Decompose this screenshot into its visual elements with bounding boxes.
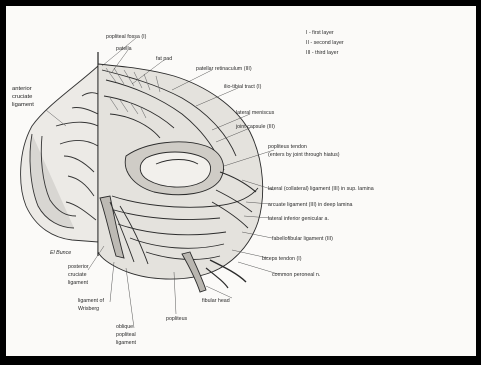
label-patellar-retinaculum: patellar retinaculum (III): [196, 66, 252, 72]
label-popliteus-tendon-note: (enters by joint through hiatus): [268, 152, 340, 158]
label-oblique-popliteal-2: popliteal: [116, 332, 136, 338]
artist-signature: El Bunce: [50, 250, 71, 256]
label-oblique-popliteal-3: ligament: [116, 340, 137, 346]
label-joint-capsule: joint capsule (III): [235, 124, 275, 130]
label-posterior-cruciate-3: ligament: [68, 280, 89, 286]
label-oblique-popliteal-1: oblique: [116, 324, 133, 330]
label-lateral-collateral-ligament: lateral (collateral) ligament (III) in s…: [268, 186, 374, 192]
label-anterior-cruciate-1: anterior: [12, 86, 32, 92]
legend-item-1: I - first layer: [306, 30, 334, 36]
knee-anatomy-illustration: I - first layer II - second layer III - …: [6, 6, 476, 356]
label-ligament-wrisberg-2: Wrisberg: [78, 306, 99, 312]
label-fabellofibular-ligament: fabellofibular ligament (III): [272, 236, 333, 242]
label-anterior-cruciate-2: cruciate: [12, 94, 32, 100]
label-biceps-tendon: biceps tendon (I): [262, 256, 302, 262]
illustration-page: I - first layer II - second layer III - …: [6, 6, 476, 356]
legend-item-2: II - second layer: [306, 40, 344, 46]
label-popliteus: popliteus: [166, 316, 188, 322]
label-ligament-wrisberg-1: ligament of: [78, 298, 104, 304]
label-common-peroneal-nerve: common peroneal n.: [272, 272, 320, 278]
label-popliteal-fossa: popliteal fossa (I): [106, 34, 147, 40]
label-fibular-head: fibular head: [202, 298, 230, 304]
label-lateral-meniscus: lateral meniscus: [236, 110, 275, 116]
legend-item-3: III - third layer: [306, 50, 339, 56]
label-anterior-cruciate-3: ligament: [12, 102, 34, 108]
label-iliotibial-tract: ilio-tibial tract (I): [224, 84, 262, 90]
layer-legend: I - first layer II - second layer III - …: [306, 30, 344, 56]
label-posterior-cruciate-1: posterior: [68, 264, 89, 270]
label-patella: patella: [116, 46, 132, 52]
label-inferior-genicular-artery: lateral inferior genicular a.: [268, 216, 329, 222]
label-fat-pad: fat pad: [156, 56, 172, 62]
label-posterior-cruciate-2: cruciate: [68, 272, 87, 278]
femoral-condyle-drawing: [21, 66, 98, 242]
lateral-knee-dissection: [98, 64, 263, 292]
label-arcuate-ligament: arcuate ligament (III) in deep lamina: [268, 202, 353, 208]
label-popliteus-tendon: popliteus tendon: [268, 144, 307, 150]
